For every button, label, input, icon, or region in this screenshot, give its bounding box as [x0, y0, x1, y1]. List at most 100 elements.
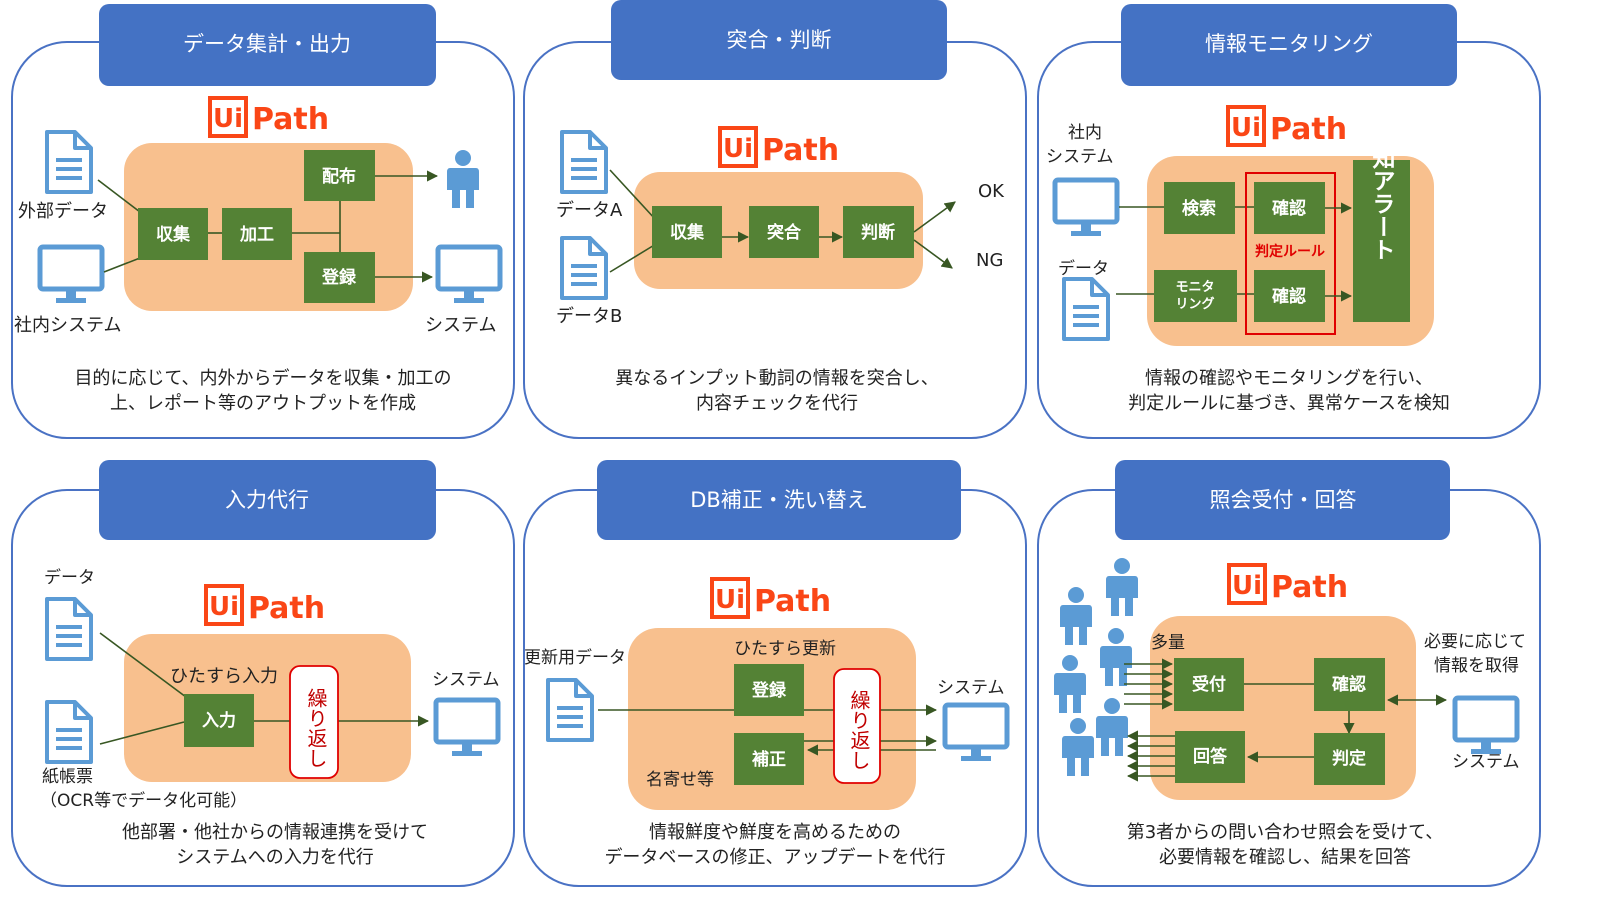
- svg-text:モニタ: モニタ: [1175, 280, 1214, 295]
- rule-label: 判定ルール: [1255, 243, 1325, 260]
- uipath-logo: Ui Path: [1227, 563, 1348, 605]
- internal-system-label: 社内システム: [14, 315, 121, 336]
- judge-box: [843, 206, 914, 258]
- continuous-update-label: ひたすら更新: [734, 639, 836, 659]
- ok-label: OK: [978, 181, 1005, 202]
- caption-line-2: データベースの修正、アップデートを代行: [604, 847, 945, 868]
- svg-text:受付: 受付: [1192, 674, 1226, 695]
- caption-line-2: 上、レポート等のアウトプットを作成: [110, 393, 416, 414]
- svg-text:Path: Path: [1271, 570, 1348, 605]
- panel-title: 入力代行: [225, 488, 309, 512]
- svg-text:検知アラート: 検知アラート: [1368, 123, 1396, 261]
- paper-form-label: 紙帳票: [42, 767, 93, 787]
- update-data-label: 更新用データ: [524, 647, 626, 668]
- answer-box: [1175, 731, 1245, 783]
- repeat-box: [289, 665, 339, 779]
- uipath-logo: Ui Path: [710, 577, 831, 619]
- match-box: [749, 206, 819, 258]
- svg-text:Path: Path: [762, 133, 839, 168]
- panel-title: 突合・判断: [727, 28, 832, 52]
- fetch-as-needed-label-1: 必要に応じて: [1424, 632, 1526, 652]
- system-label: システム: [425, 315, 496, 336]
- svg-text:Path: Path: [1270, 112, 1347, 147]
- uipath-logo: Ui Path: [204, 584, 325, 626]
- svg-text:判定: 判定: [1332, 748, 1366, 769]
- panel-data-aggregation: データ集計・出力 Ui Path 外部データ 社内システム 収集 加工 配布 登…: [11, 4, 515, 439]
- caption-line-1: 情報の確認やモニタリングを行い、: [1145, 368, 1433, 389]
- system-label: システム: [432, 670, 500, 690]
- svg-text:検索: 検索: [1182, 198, 1216, 219]
- svg-text:Path: Path: [252, 102, 329, 137]
- panel-header: [597, 460, 961, 540]
- input-box: [184, 694, 254, 747]
- fetch-as-needed-label-2: 情報を取得: [1434, 656, 1519, 676]
- svg-text:判断: 判断: [861, 222, 895, 243]
- svg-text:配布: 配布: [322, 166, 356, 187]
- svg-text:登録: 登録: [751, 680, 787, 701]
- panel-input-proxy: 入力代行 Ui Path データ 紙帳票 （OCR等でデータ化可能） ひたすら入…: [11, 460, 515, 887]
- internal-label-1: 社内: [1068, 123, 1102, 143]
- document-icon: [1062, 277, 1110, 341]
- high-volume-label: 多量: [1151, 633, 1185, 653]
- name-matching-label: 名寄せ等: [646, 770, 714, 790]
- monitoring-box: [1154, 270, 1237, 322]
- panel-header: [611, 0, 947, 80]
- confirm-box-1: [1254, 182, 1325, 234]
- svg-text:回答: 回答: [1193, 746, 1228, 767]
- repeat-box: [833, 668, 881, 784]
- uipath-logo: Ui Path: [208, 96, 329, 138]
- document-icon: [45, 597, 93, 661]
- svg-text:収集: 収集: [156, 224, 191, 245]
- panel-title: 照会受付・回答: [1210, 488, 1357, 512]
- panel-header: [1115, 460, 1450, 540]
- confirm-box-2: [1254, 270, 1325, 322]
- external-data-label: 外部データ: [18, 201, 108, 222]
- document-icon: [546, 678, 594, 742]
- panel-title: DB補正・洗い替え: [690, 488, 868, 512]
- confirm-box: [1314, 658, 1385, 711]
- caption-line-2: 内容チェックを代行: [696, 393, 858, 414]
- search-box: [1164, 182, 1235, 234]
- svg-text:リング: リング: [1175, 296, 1214, 312]
- panel-header: [1121, 4, 1457, 86]
- panel-monitoring: 情報モニタリング Ui Path 社内 システム データ 検索 モニタ リング …: [1037, 4, 1541, 439]
- svg-text:Ui: Ui: [209, 592, 239, 622]
- caption-line-1: 第3者からの問い合わせ照会を受けて、: [1127, 822, 1444, 843]
- panel-header: [99, 460, 436, 540]
- data-b-label: データB: [556, 306, 622, 327]
- process-box: [222, 208, 292, 260]
- judge-box: [1314, 733, 1385, 785]
- svg-text:Ui: Ui: [723, 134, 753, 164]
- svg-text:確認: 確認: [1272, 198, 1306, 219]
- svg-text:登録: 登録: [321, 267, 357, 288]
- document-icon: [45, 700, 93, 764]
- panel-matching: 突合・判断 Ui Path データA データB 収集 突合 判断 OK NG 異…: [523, 0, 1027, 439]
- svg-text:突合: 突合: [767, 222, 802, 243]
- document-icon: [560, 130, 608, 194]
- receive-box: [1174, 658, 1244, 711]
- svg-text:Ui: Ui: [1232, 571, 1262, 601]
- ocr-note-label: （OCR等でデータ化可能）: [40, 790, 247, 811]
- svg-text:確認: 確認: [1332, 674, 1366, 695]
- system-label: システム: [1452, 752, 1520, 772]
- svg-text:Path: Path: [754, 584, 831, 619]
- caption-line-1: 異なるインプット動詞の情報を突合し、: [615, 368, 938, 389]
- caption-line-2: 必要情報を確認し、結果を回答: [1159, 847, 1411, 868]
- svg-text:補正: 補正: [751, 749, 786, 770]
- caption-line-2: システムへの入力を代行: [176, 847, 373, 868]
- caption-line-2: 判定ルールに基づき、異常ケースを検知: [1128, 393, 1450, 414]
- correct-box: [734, 733, 804, 785]
- collect-box: [138, 208, 208, 260]
- rule-frame: [1245, 172, 1336, 335]
- caption-line-1: 情報鮮度や鮮度を高めるための: [649, 822, 901, 843]
- data-label: データ: [44, 567, 95, 588]
- document-icon: [45, 130, 93, 194]
- panel-title: データ集計・出力: [183, 32, 351, 56]
- panel-db-correction: DB補正・洗い替え Ui Path 更新用データ ひたすら更新 登録 補正 名寄…: [523, 460, 1027, 887]
- distribute-box: [304, 150, 375, 201]
- svg-text:入力: 入力: [202, 710, 236, 731]
- document-icon: [560, 236, 608, 300]
- repeat-label: 繰り返し: [304, 688, 328, 768]
- ng-label: NG: [976, 250, 1003, 271]
